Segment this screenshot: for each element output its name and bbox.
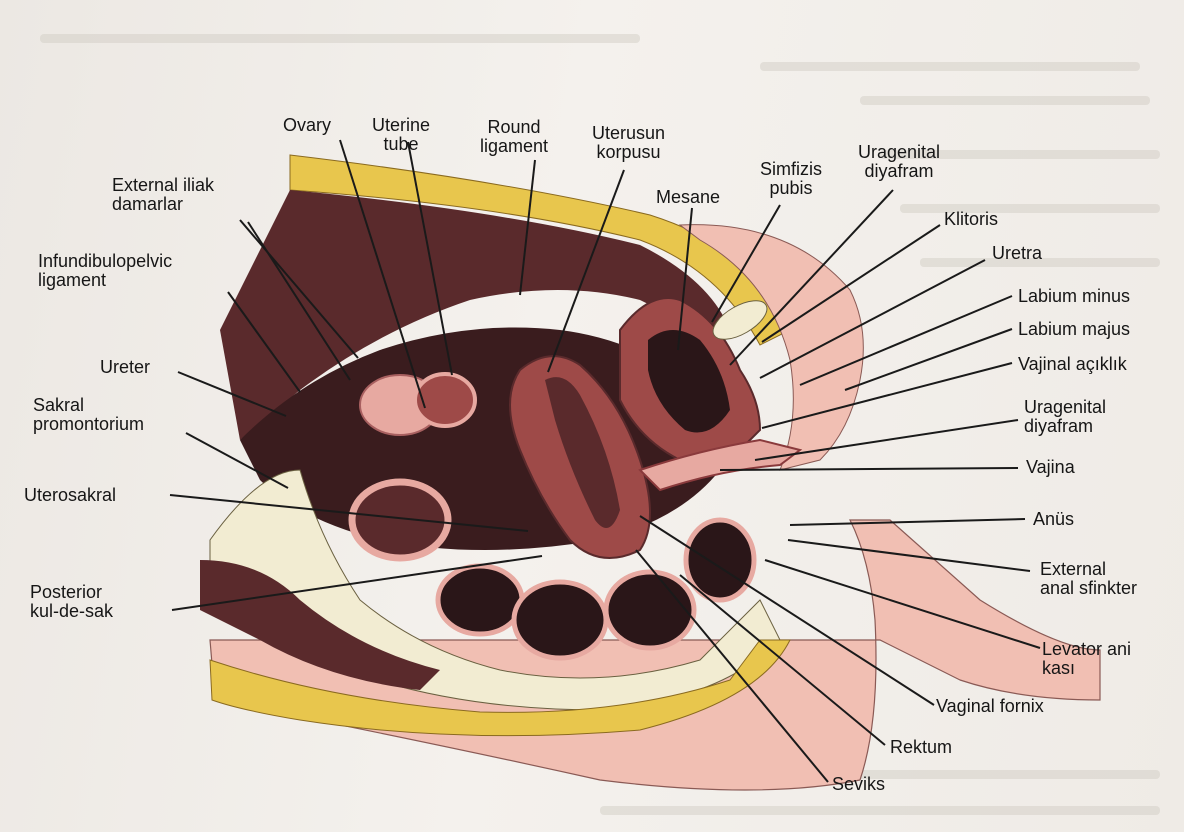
label-ureter: Ureter xyxy=(100,358,150,377)
label-anus: Anüs xyxy=(1033,510,1074,529)
label-uterine-tube: Uterine tube xyxy=(372,116,430,154)
rectum-loop xyxy=(352,482,448,558)
label-rektum: Rektum xyxy=(890,738,952,757)
rectum-loop xyxy=(606,572,694,648)
label-uragenital-diyafram-top: Uragenital diyafram xyxy=(858,143,940,181)
label-seviks: Seviks xyxy=(832,775,885,794)
label-mesane: Mesane xyxy=(656,188,720,207)
rectum-loop xyxy=(514,582,606,658)
label-simfizis-pubis: Simfizis pubis xyxy=(760,160,822,198)
label-labium-minus: Labium minus xyxy=(1018,287,1130,306)
ovary-inner xyxy=(415,374,475,426)
label-uterosakral: Uterosakral xyxy=(24,486,116,505)
label-round-ligament: Round ligament xyxy=(480,118,548,156)
label-uragenital-diyafram-right: Uragenital diyafram xyxy=(1024,398,1106,436)
label-infundibulopelvic-ligament: Infundibulopelvic ligament xyxy=(38,252,172,290)
label-vajinal-aciklik: Vajinal açıklık xyxy=(1018,355,1127,374)
label-uterusun-korpusu: Uterusun korpusu xyxy=(592,124,665,162)
label-klitoris: Klitoris xyxy=(944,210,998,229)
label-vajina: Vajina xyxy=(1026,458,1075,477)
label-levator-ani-kasi: Levator ani kası xyxy=(1042,640,1131,678)
label-labium-majus: Labium majus xyxy=(1018,320,1130,339)
label-sakral-promontorium: Sakral promontorium xyxy=(33,396,144,434)
label-vaginal-fornix: Vaginal fornix xyxy=(936,697,1044,716)
rectum-loop xyxy=(438,566,522,634)
label-ovary: Ovary xyxy=(283,116,331,135)
label-external-iliak-damarlar: External iliak damarlar xyxy=(112,176,214,214)
label-uretra: Uretra xyxy=(992,244,1042,263)
label-external-anal-sfinkter: External anal sfinkter xyxy=(1040,560,1137,598)
label-posterior-kul-de-sak: Posterior kul-de-sak xyxy=(30,583,113,621)
